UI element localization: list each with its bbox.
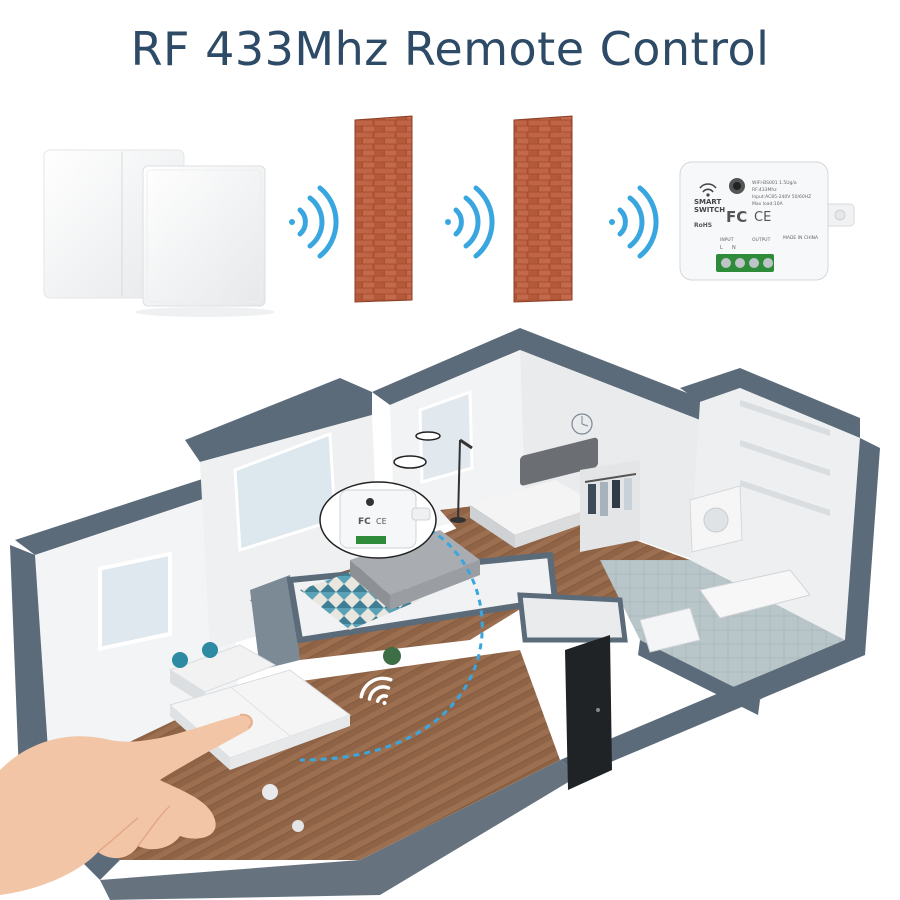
svg-text:CE: CE (376, 517, 387, 526)
receiver-brand-line1: SMART (694, 198, 722, 206)
brick-wall-icon (354, 115, 413, 303)
rf-signal-icon (445, 185, 495, 259)
wall-clock-icon (571, 413, 593, 435)
made-in-label: MADE IN CHINA (783, 236, 819, 241)
finger-hand-icon (0, 669, 352, 895)
floorplan-illustration (10, 328, 880, 900)
cert-fc: FC (726, 208, 748, 226)
receiver-spec: WIFI-BS001 1.5Ug/a (752, 181, 797, 186)
receiver-brand: SMART SWITCH (694, 198, 725, 214)
receiver-specs: WIFI-BS001 1.5Ug/a RF:433Mhz Input:AC85-… (752, 180, 824, 208)
receiver-spec: Max load:10A (752, 202, 783, 207)
receiver-spec: Input:AC85-240V 50/60HZ (752, 195, 812, 200)
cert-rohs: RoHS (694, 222, 713, 229)
receiver-spec: RF:433Mhz (752, 188, 777, 193)
label-l: L (720, 245, 723, 251)
label-n: N (732, 245, 736, 251)
label-input: INPUT (720, 238, 734, 243)
label-output: OUTPUT (752, 238, 771, 243)
top-row-illustration (43, 115, 855, 317)
rf-signal-icon (289, 185, 339, 259)
receiver-brand-line2: SWITCH (694, 206, 726, 214)
receiver-callout-icon: FC CE (319, 481, 437, 559)
page-title: RF 433Mhz Remote Control (130, 22, 770, 76)
svg-text:FC: FC (358, 517, 371, 527)
receiver-module-icon (679, 161, 855, 281)
cert-ce: CE (754, 210, 772, 225)
brick-wall-icon (513, 115, 573, 303)
wall-switch-icon (43, 149, 275, 317)
rf-signal-icon (609, 185, 659, 259)
wifi-icon (359, 676, 393, 705)
